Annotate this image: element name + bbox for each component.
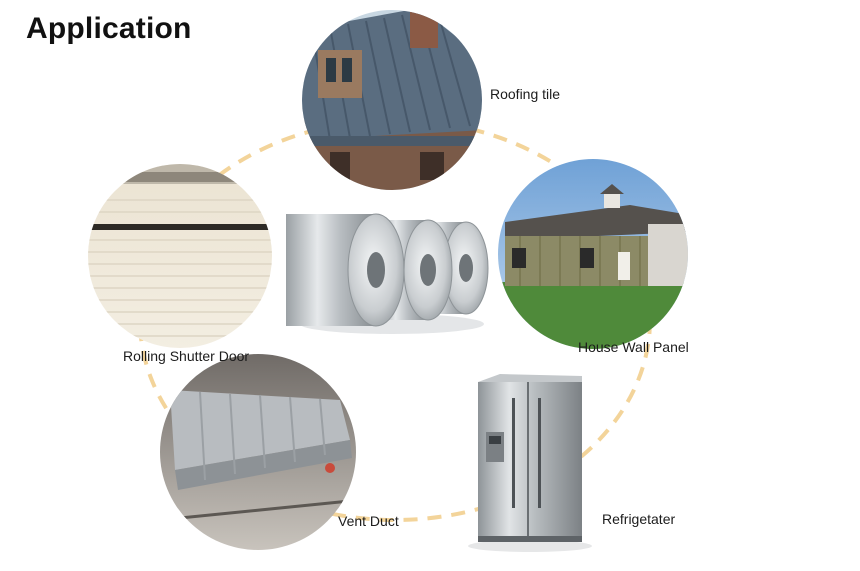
label-refrigerator: Refrigetater (602, 511, 676, 527)
roofing-tile-photo (302, 10, 482, 190)
vent-duct-photo (160, 354, 356, 550)
label-vent-duct: Vent Duct (338, 513, 399, 529)
label-house-wall-panel: House Wall Panel (578, 339, 689, 355)
steel-coils-photo (286, 213, 489, 334)
label-roofing-tile: Roofing tile (490, 86, 561, 102)
label-rolling-shutter-door: Rolling Shutter Door (123, 348, 250, 364)
rolling-shutter-door-photo (88, 164, 272, 348)
refrigerator-photo (468, 374, 592, 552)
page-title: Application (26, 12, 192, 45)
house-wall-panel-photo (498, 159, 688, 349)
